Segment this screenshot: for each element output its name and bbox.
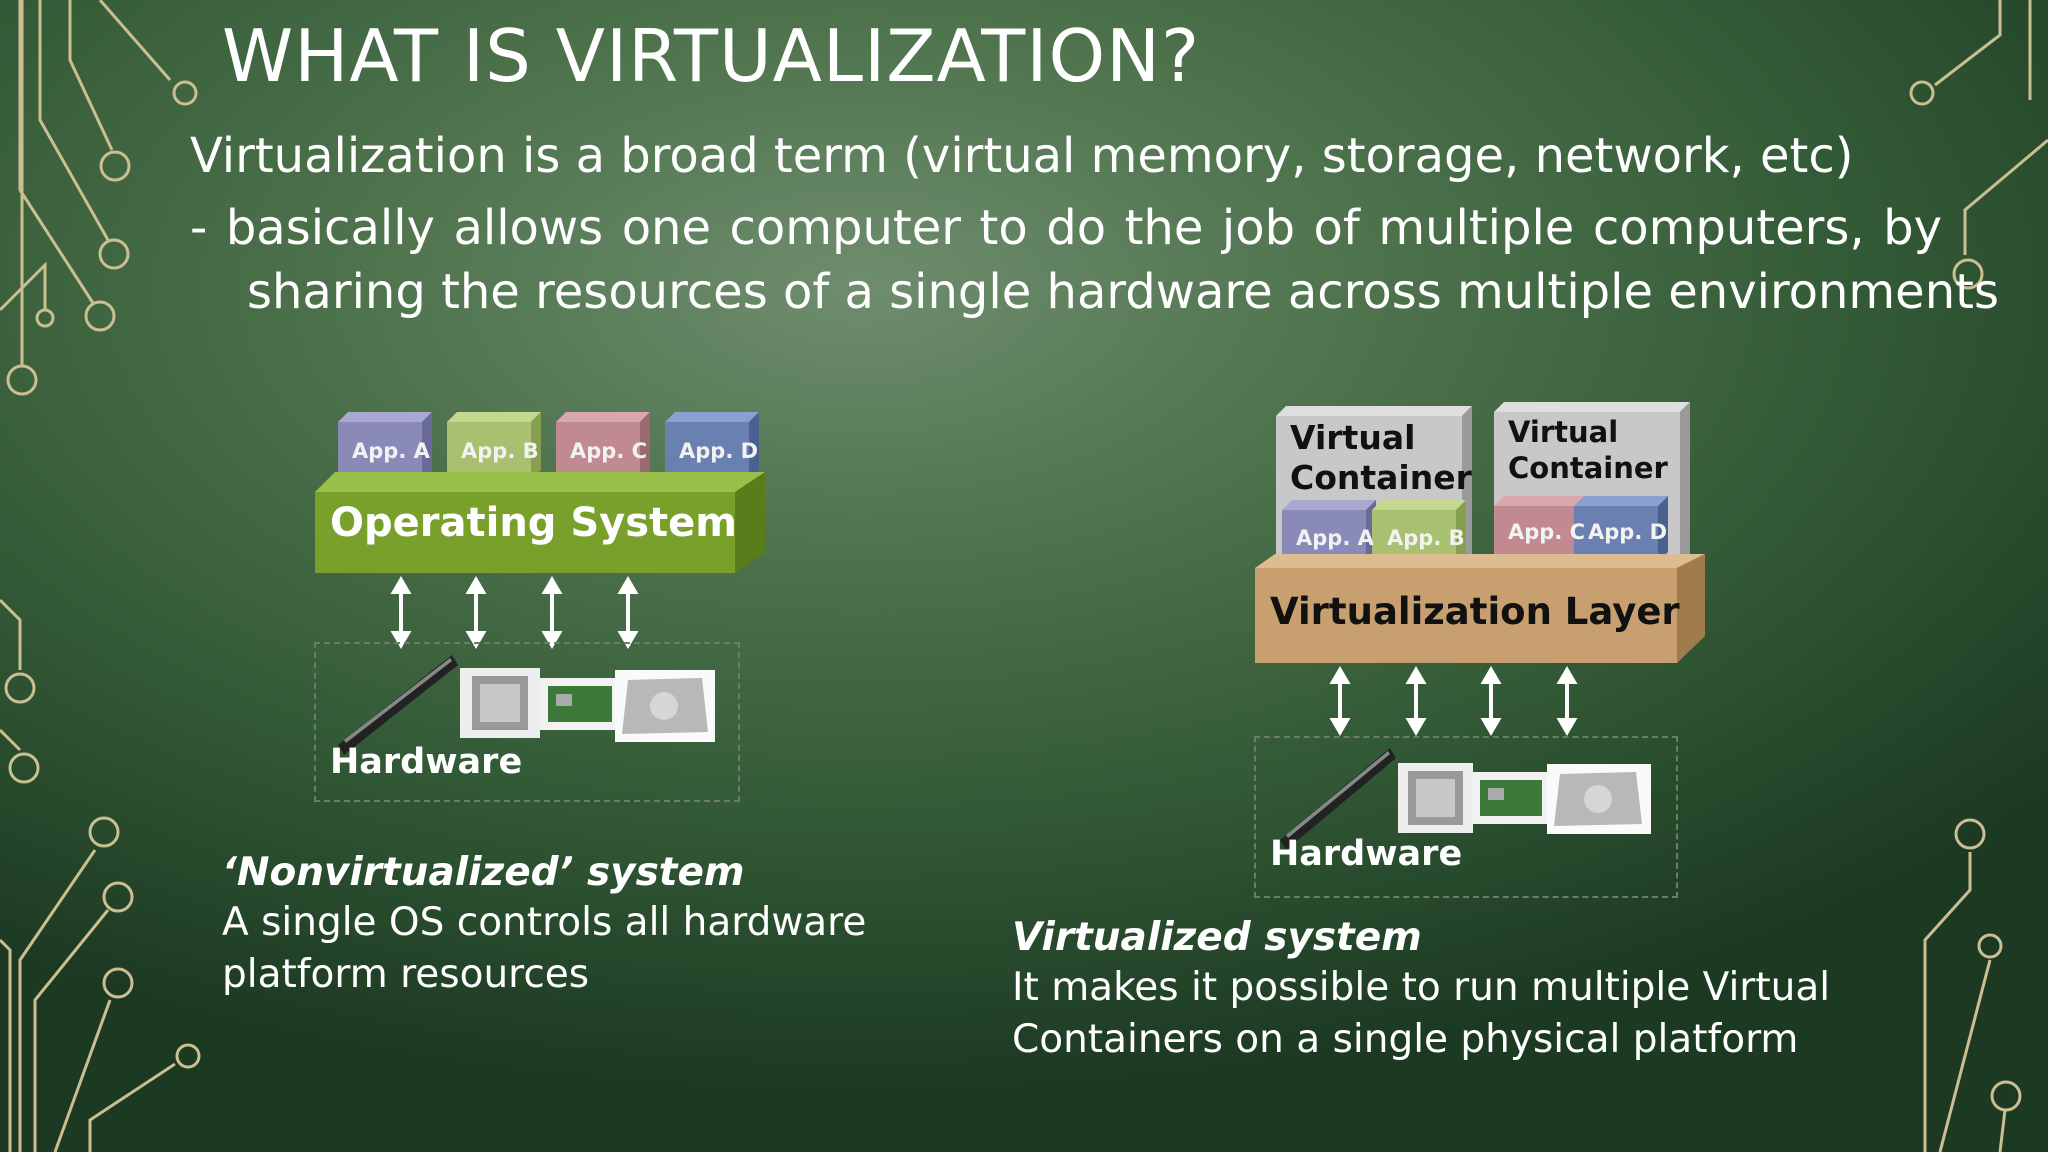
app-d-block [665,412,759,480]
ram-stick-icon [1280,748,1396,850]
app-a-block [338,412,432,480]
hard-drive-icon [1547,764,1651,834]
page-title: WHAT IS VIRTUALIZATION? [222,14,1201,98]
virtual-container-label: Virtual Container [1290,418,1472,497]
app-label: App. A [352,439,430,463]
hardware-box-right [1254,736,1678,898]
virtualization-layer-label: Virtualization Layer [1270,590,1680,633]
left-caption-line-1: A single OS controls all hardware [222,900,867,945]
app-label: App. D [679,439,759,463]
os-diagram-shapes [315,412,765,755]
hardware-label-right: Hardware [1270,834,1463,874]
app-c-block [556,412,650,480]
app-label: App. B [1387,526,1465,550]
hardware-box-left [314,642,740,802]
os-layer-label: Operating System [330,500,737,546]
network-card-icon [1472,772,1550,824]
cpu-icon [460,668,540,738]
virtualization-diagram-shapes [1255,402,1705,850]
app-label: App. B [461,439,539,463]
app-label: App. C [570,439,648,463]
hard-drive-icon [615,670,715,742]
cpu-icon [1398,763,1473,833]
virtual-container-label: Virtual Container [1508,415,1668,485]
ram-stick-icon [338,655,458,755]
right-caption-line-2: Containers on a single physical platform [1012,1017,1799,1062]
app-label: App. D [1588,520,1668,544]
right-caption: Virtualized system It makes it possible … [1012,915,1830,1066]
app-b-block [447,412,541,480]
hardware-label-left: Hardware [330,742,523,782]
left-caption-heading: ‘Nonvirtualized’ system [222,850,745,895]
intro-line-1: Virtualization is a broad term (virtual … [190,128,1854,184]
left-caption: ‘Nonvirtualized’ system A single OS cont… [222,850,866,1001]
intro-line-3: sharing the resources of a single hardwa… [247,264,1999,320]
left-caption-line-2: platform resources [222,952,590,997]
network-card-icon [540,678,620,730]
intro-line-2: - basically allows one computer to do th… [190,200,1942,256]
right-caption-line-1: It makes it possible to run multiple Vir… [1012,965,1831,1010]
right-caption-heading: Virtualized system [1012,915,1422,960]
app-label: App. C [1508,520,1586,544]
app-label: App. A [1296,526,1374,550]
